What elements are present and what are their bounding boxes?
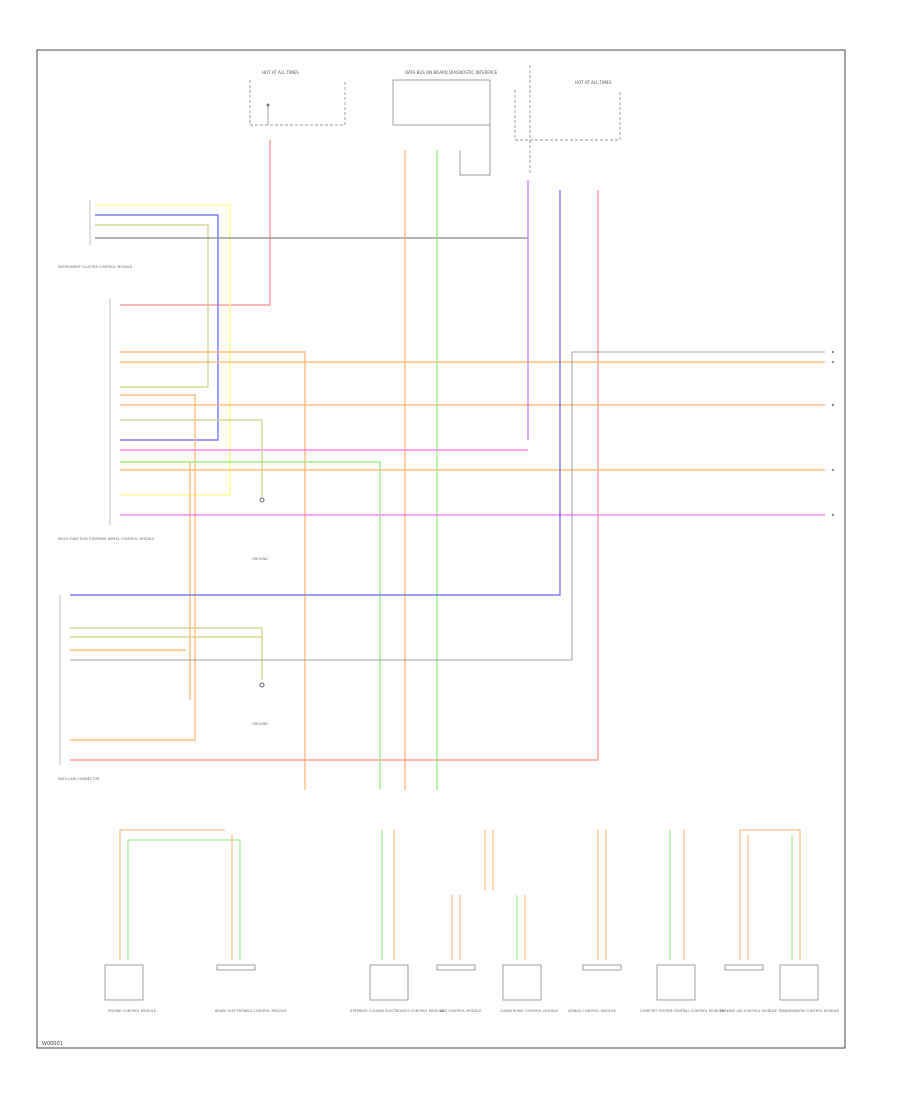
module-airbag: AIRBAG CONTROL MODULE (568, 964, 622, 1013)
fuse-box-left: HOT AT ALL TIMES (249, 70, 346, 126)
diagram-frame (36, 49, 846, 1049)
wire-red-2 (70, 190, 599, 761)
bottom-modules: ENGINE CONTROL MODULE BRAKE ELECTRONICS … (104, 964, 839, 1013)
module-comfort-label: COMFORT SYSTEM CENTRAL CONTROL MODULE (640, 1009, 724, 1013)
module-brake-label: BRAKE ELECTRONICS CONTROL MODULE (215, 1009, 287, 1013)
connector-2-label: MULTI-FUNCTION STEERING WHEEL CONTROL MO… (58, 537, 154, 541)
wire-olive-g2 (70, 627, 263, 680)
wire-gray-c3 (70, 351, 825, 661)
connector-1-label: INSTRUMENT CLUSTER CONTROL MODULE (58, 265, 132, 269)
connector-2: MULTI-FUNCTION STEERING WHEEL CONTROL MO… (58, 298, 154, 541)
fuse-box-right: HOT AT ALL TIMES (459, 65, 621, 176)
fuse-box-right-label: HOT AT ALL TIMES (575, 80, 612, 85)
wire-harness (70, 140, 825, 790)
module-transmission: TRANSMISSION CONTROL MODULE (777, 964, 839, 1013)
wire-orange-4 (70, 394, 196, 741)
module-brake: BRAKE ELECTRONICS CONTROL MODULE (215, 964, 287, 1013)
wire-orange-6 (120, 461, 191, 700)
module-climatronic: CLIMATRONIC CONTROL MODULE (500, 964, 559, 1013)
module-abs: ABS CONTROL MODULE (436, 964, 481, 1013)
footer-code: W00001 (42, 1041, 63, 1047)
wire-olive-c1 (95, 224, 209, 388)
module-engine-label: ENGINE CONTROL MODULE (108, 1009, 156, 1013)
wire-blue-c1 (95, 214, 219, 441)
module-steering-label: STEERING COLUMN ELECTRONICS CONTROL MODU… (350, 1009, 444, 1013)
module-parking-label: PARKING AID CONTROL MODULE (720, 1009, 777, 1013)
module-airbag-label: AIRBAG CONTROL MODULE (568, 1009, 616, 1013)
bottom-wiring (119, 829, 801, 960)
module-transmission-label: TRANSMISSION CONTROL MODULE (777, 1009, 839, 1013)
gateway-module: DATA BUS ON BOARD DIAGNOSTIC INTERFACE (392, 70, 498, 126)
module-comfort: COMFORT SYSTEM CENTRAL CONTROL MODULE (640, 964, 724, 1013)
module-climatronic-label: CLIMATRONIC CONTROL MODULE (500, 1009, 559, 1013)
wire-orange-1 (120, 351, 306, 790)
module-engine: ENGINE CONTROL MODULE (104, 964, 156, 1013)
ground-1: GROUND (252, 497, 268, 561)
wire-olive-g1 (120, 419, 263, 497)
module-parking: PARKING AID CONTROL MODULE (720, 964, 777, 1013)
wire-blue-2 (70, 190, 561, 596)
fuse-box-left-label: HOT AT ALL TIMES (262, 70, 299, 75)
module-abs-label: ABS CONTROL MODULE (440, 1009, 481, 1013)
wire-yellow-c1 (95, 204, 231, 496)
ground-2: GROUND (252, 682, 268, 726)
gateway-label: DATA BUS ON BOARD DIAGNOSTIC INTERFACE (405, 70, 498, 75)
ground-2-label: GROUND (252, 722, 268, 726)
ground-1-label: GROUND (252, 557, 268, 561)
wire-red-1 (120, 140, 271, 306)
connector-3: DATA LINK CONNECTOR (58, 595, 100, 781)
wire-green-2 (120, 461, 381, 790)
right-terminals (831, 350, 835, 517)
module-steering: STEERING COLUMN ELECTRONICS CONTROL MODU… (350, 964, 444, 1013)
connector-3-label: DATA LINK CONNECTOR (58, 777, 100, 781)
connector-1: INSTRUMENT CLUSTER CONTROL MODULE (58, 200, 132, 269)
